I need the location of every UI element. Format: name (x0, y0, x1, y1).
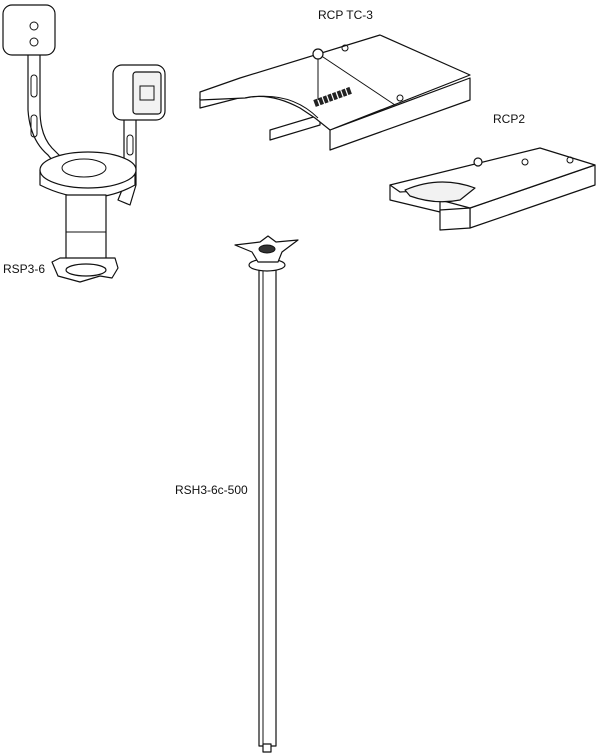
rsh3-6c-500-part (234, 235, 299, 753)
rcp2-part (389, 147, 596, 231)
label-rsp3-6: RSP3-6 (3, 262, 46, 276)
rcp-tc-3-part: ▮▮▮▮▮▮▮▮ (199, 34, 471, 151)
label-rcp-tc-3: RCP TC-3 (318, 8, 373, 22)
label-rsh3-6c-500: RSH3-6c-500 (175, 483, 248, 497)
rsp3-6-part (2, 4, 166, 283)
label-rcp2: RCP2 (493, 112, 526, 126)
